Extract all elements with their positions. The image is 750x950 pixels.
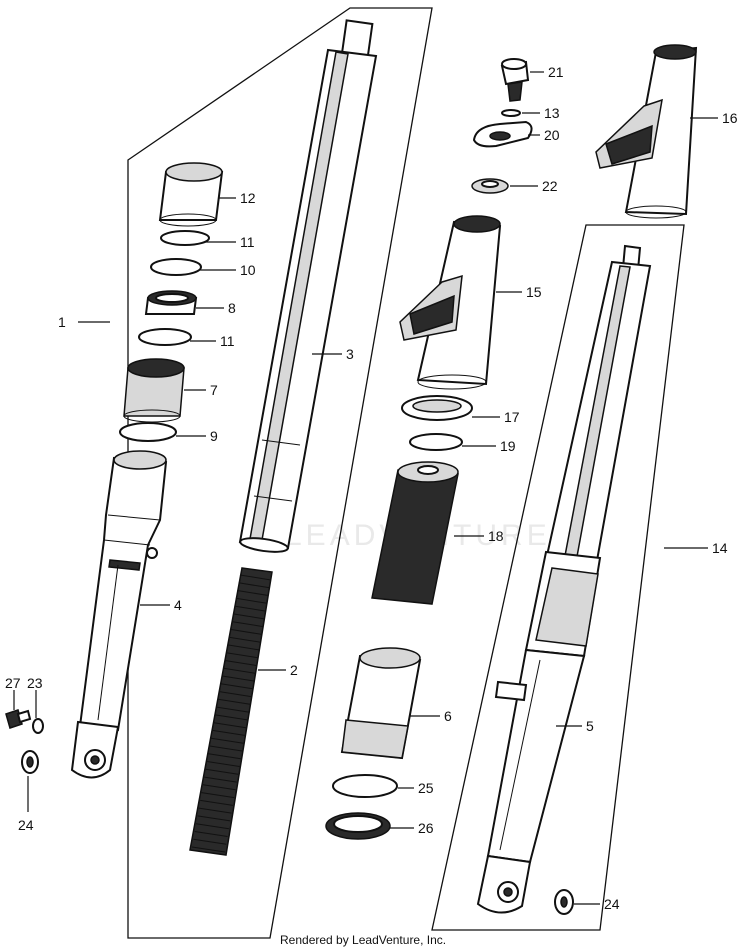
callout-26: 26: [418, 820, 434, 836]
guide-part-7: [123, 358, 185, 423]
assembly-outline-right: [431, 224, 685, 931]
callout-7: 7: [210, 382, 218, 398]
callout-labels: 1 2 3 4 5 6 7 8 9 10 11 11 12 13 14 15 1…: [5, 64, 738, 912]
callout-6: 6: [444, 708, 452, 724]
ring-part-9: [119, 422, 177, 442]
callout-19: 19: [500, 438, 516, 454]
fork-assembly-part-5: [476, 244, 652, 914]
o-ring-part-19: [409, 433, 463, 451]
seal-part-17: [401, 395, 473, 421]
callout-22: 22: [542, 178, 558, 194]
cylinder-part-18: [371, 461, 459, 605]
callout-5: 5: [586, 718, 594, 734]
callout-18: 18: [488, 528, 504, 544]
callout-11-upper: 11: [240, 234, 255, 250]
bushing-part-12: [158, 162, 224, 227]
callout-20: 20: [544, 127, 560, 143]
callout-9: 9: [210, 428, 218, 444]
bottom-case-part-4: [70, 450, 168, 779]
callout-17: 17: [504, 409, 520, 425]
nut-part-22: [471, 178, 509, 194]
o-ring-part-13: [501, 109, 521, 117]
callout-27: 27: [5, 675, 21, 691]
callout-14: 14: [712, 540, 728, 556]
fork-pipe-part-3: [238, 19, 378, 553]
ring-part-25: [332, 774, 398, 798]
callout-4: 4: [174, 597, 182, 613]
callout-24-right: 24: [604, 896, 620, 912]
leader-lines: [13, 71, 718, 905]
callout-2: 2: [290, 662, 298, 678]
callout-16: 16: [722, 110, 738, 126]
callout-21: 21: [548, 64, 564, 80]
seal-part-26: [325, 812, 391, 840]
credit-text: Rendered by LeadVenture, Inc.: [280, 933, 446, 947]
callout-1: 1: [58, 314, 66, 330]
plate-part-20: [472, 120, 533, 148]
snap-ring-part-11-upper: [160, 230, 210, 246]
callout-24-left: 24: [18, 817, 34, 833]
callout-3: 3: [346, 346, 354, 362]
callout-10: 10: [240, 262, 256, 278]
oil-seal-part-8: [144, 290, 198, 315]
washer-part-24-left: [21, 750, 39, 774]
cylinder-part-6: [340, 647, 422, 760]
fork-spring-part-2: [189, 567, 273, 856]
upper-cover-part-16: [595, 44, 698, 219]
callout-25: 25: [418, 780, 434, 796]
snap-ring-part-11-lower: [138, 328, 192, 346]
upper-cover-part-15: [399, 215, 502, 390]
callout-8: 8: [228, 300, 236, 316]
callout-15: 15: [526, 284, 542, 300]
bolt-part-21: [500, 58, 530, 102]
washer-part-23: [32, 718, 44, 734]
drain-bolt-part-27: [5, 709, 32, 729]
washer-part-24-right: [554, 889, 574, 915]
assembly-outline-left: [127, 7, 433, 939]
callout-11-lower: 11: [220, 333, 235, 349]
callout-23: 23: [27, 675, 43, 691]
ring-part-10: [150, 258, 202, 276]
callout-13: 13: [544, 105, 560, 121]
callout-12: 12: [240, 190, 256, 206]
